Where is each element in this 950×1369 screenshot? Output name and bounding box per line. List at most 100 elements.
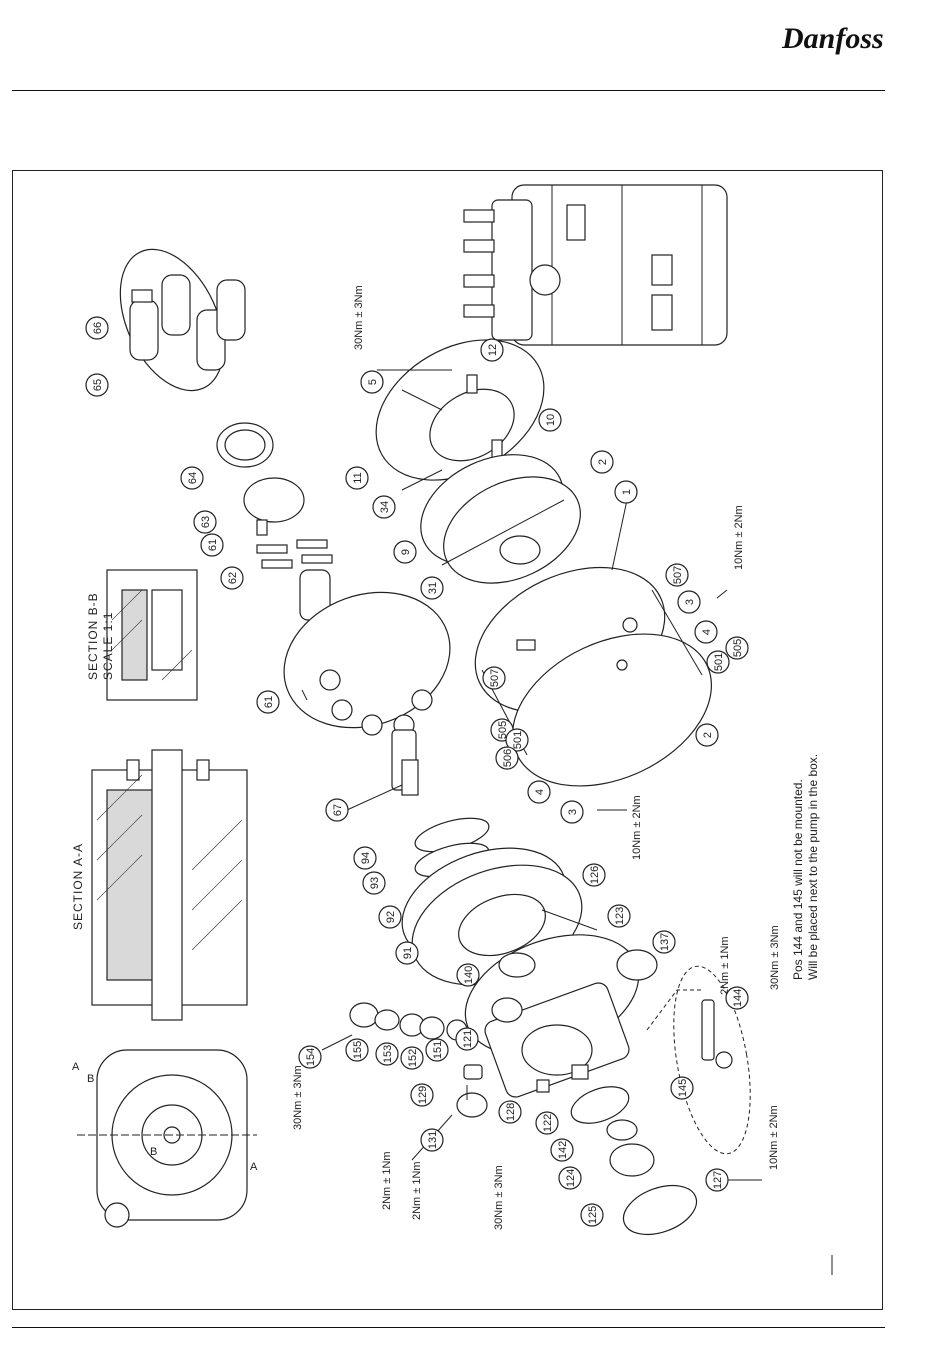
- svg-text:4: 4: [701, 629, 713, 635]
- svg-text:125: 125: [587, 1206, 599, 1224]
- balloon: 123: [607, 904, 631, 928]
- svg-text:67: 67: [332, 804, 344, 816]
- torque-10nm-right: 10Nm ± 2Nm: [733, 505, 745, 570]
- balloon: 10: [538, 408, 562, 432]
- note-line-1: Pos 144 and 145 will not be mounted.: [791, 779, 805, 980]
- svg-text:5: 5: [367, 379, 379, 385]
- balloon: 3: [560, 800, 584, 824]
- balloon: 5: [360, 370, 384, 394]
- torque-30nm-144: 30Nm ± 3Nm: [769, 925, 781, 990]
- torque-2nm-131: 2Nm ± 1Nm: [411, 1161, 423, 1220]
- balloon: 145: [670, 1076, 694, 1100]
- svg-text:145: 145: [677, 1079, 689, 1097]
- section-bb-title: SECTION B-B: [86, 592, 100, 680]
- footer-rule: [12, 1327, 885, 1328]
- balloon: 34: [372, 495, 396, 519]
- svg-text:2: 2: [702, 732, 714, 738]
- svg-text:11: 11: [352, 472, 364, 483]
- view-marker-a-bottom: A: [250, 1161, 258, 1173]
- balloon: 91: [395, 941, 419, 965]
- svg-text:127: 127: [712, 1171, 724, 1189]
- view-marker-b-top: B: [87, 1073, 94, 1085]
- balloon: 61: [256, 690, 280, 714]
- note-line-2: Will be placed next to the pump in the b…: [806, 754, 820, 980]
- svg-text:65: 65: [92, 379, 104, 391]
- svg-text:126: 126: [589, 866, 601, 884]
- balloon: 155: [345, 1038, 369, 1062]
- balloon: 1: [614, 480, 638, 504]
- balloon: 127: [705, 1168, 729, 1192]
- rear-cover-assembly: [464, 934, 658, 1098]
- balloon-group: 66 65 64 63 61 62 5 12 10 11 34 9 31 2 1…: [85, 316, 749, 1227]
- svg-text:62: 62: [227, 572, 239, 584]
- balloon: 3: [677, 590, 701, 614]
- balloon: 122: [535, 1111, 559, 1135]
- svg-text:140: 140: [463, 966, 475, 984]
- main-housing: [474, 566, 713, 787]
- svg-text:66: 66: [92, 322, 104, 334]
- motor-housing: [463, 184, 728, 346]
- svg-text:12: 12: [487, 344, 499, 356]
- torque-2nm-137: 2Nm ± 1Nm: [719, 936, 731, 995]
- balloon: 128: [498, 1100, 522, 1124]
- piston-cluster: [119, 248, 274, 468]
- balloon: 129: [410, 1083, 434, 1107]
- svg-text:154: 154: [305, 1048, 317, 1066]
- svg-text:121: 121: [462, 1030, 474, 1048]
- balloon: 11: [345, 466, 369, 490]
- balloon: 4: [694, 620, 718, 644]
- section-b-b: [106, 569, 198, 701]
- svg-text:142: 142: [557, 1141, 569, 1159]
- svg-text:153: 153: [382, 1045, 394, 1063]
- balloon: 67: [325, 798, 349, 822]
- balloon: 2: [590, 450, 614, 474]
- balloon: 153: [375, 1042, 399, 1066]
- torque-30nm-128: 30Nm ± 3Nm: [493, 1165, 505, 1230]
- exploded-view-drawing: A B B A SECTION B-B SCALE 1:1 SECTION A-…: [71, 184, 833, 1275]
- svg-text:34: 34: [379, 501, 391, 513]
- balloon: 152: [400, 1046, 424, 1070]
- svg-text:129: 129: [417, 1086, 429, 1104]
- svg-text:155: 155: [352, 1041, 364, 1059]
- svg-text:61: 61: [207, 539, 219, 551]
- svg-text:9: 9: [400, 549, 412, 555]
- svg-text:94: 94: [360, 852, 372, 864]
- cylinder-drum-shaft: [283, 569, 451, 796]
- balloon: 505: [725, 636, 749, 660]
- balloon: 12: [480, 338, 504, 362]
- svg-text:61: 61: [263, 696, 275, 708]
- svg-text:91: 91: [402, 947, 414, 959]
- front-view: [77, 1049, 257, 1228]
- end-plate-31: [420, 454, 581, 584]
- loose-parts-box: [646, 965, 751, 1155]
- svg-text:506: 506: [502, 749, 514, 767]
- svg-text:128: 128: [505, 1103, 517, 1121]
- balloon: 4: [527, 780, 551, 804]
- balloon: 61: [200, 533, 224, 557]
- balloon: 62: [220, 566, 244, 590]
- header-rule: [12, 90, 885, 91]
- section-aa-title: SECTION A-A: [71, 843, 85, 930]
- svg-text:3: 3: [684, 599, 696, 605]
- balloon: 93: [362, 871, 386, 895]
- balloon: 94: [353, 846, 377, 870]
- svg-text:122: 122: [542, 1114, 554, 1132]
- svg-text:123: 123: [614, 907, 626, 925]
- torque-10nm-127: 10Nm ± 2Nm: [768, 1105, 780, 1170]
- svg-text:4: 4: [534, 789, 546, 795]
- balloon: 2: [695, 723, 719, 747]
- svg-text:63: 63: [200, 516, 212, 528]
- balloon: 66: [85, 316, 109, 340]
- svg-text:144: 144: [732, 989, 744, 1007]
- svg-text:1: 1: [621, 489, 633, 495]
- balloon: 151: [425, 1038, 449, 1062]
- balloon: 131: [420, 1128, 444, 1152]
- balloon: 144: [725, 986, 749, 1010]
- torque-2nm-129: 2Nm ± 1Nm: [381, 1151, 393, 1210]
- svg-text:31: 31: [427, 582, 439, 594]
- svg-text:501: 501: [713, 653, 725, 671]
- balloon: 137: [652, 930, 676, 954]
- swash-plate-assembly: [375, 339, 545, 481]
- drawing-frame: [12, 170, 883, 1310]
- balloon: 121: [455, 1027, 479, 1051]
